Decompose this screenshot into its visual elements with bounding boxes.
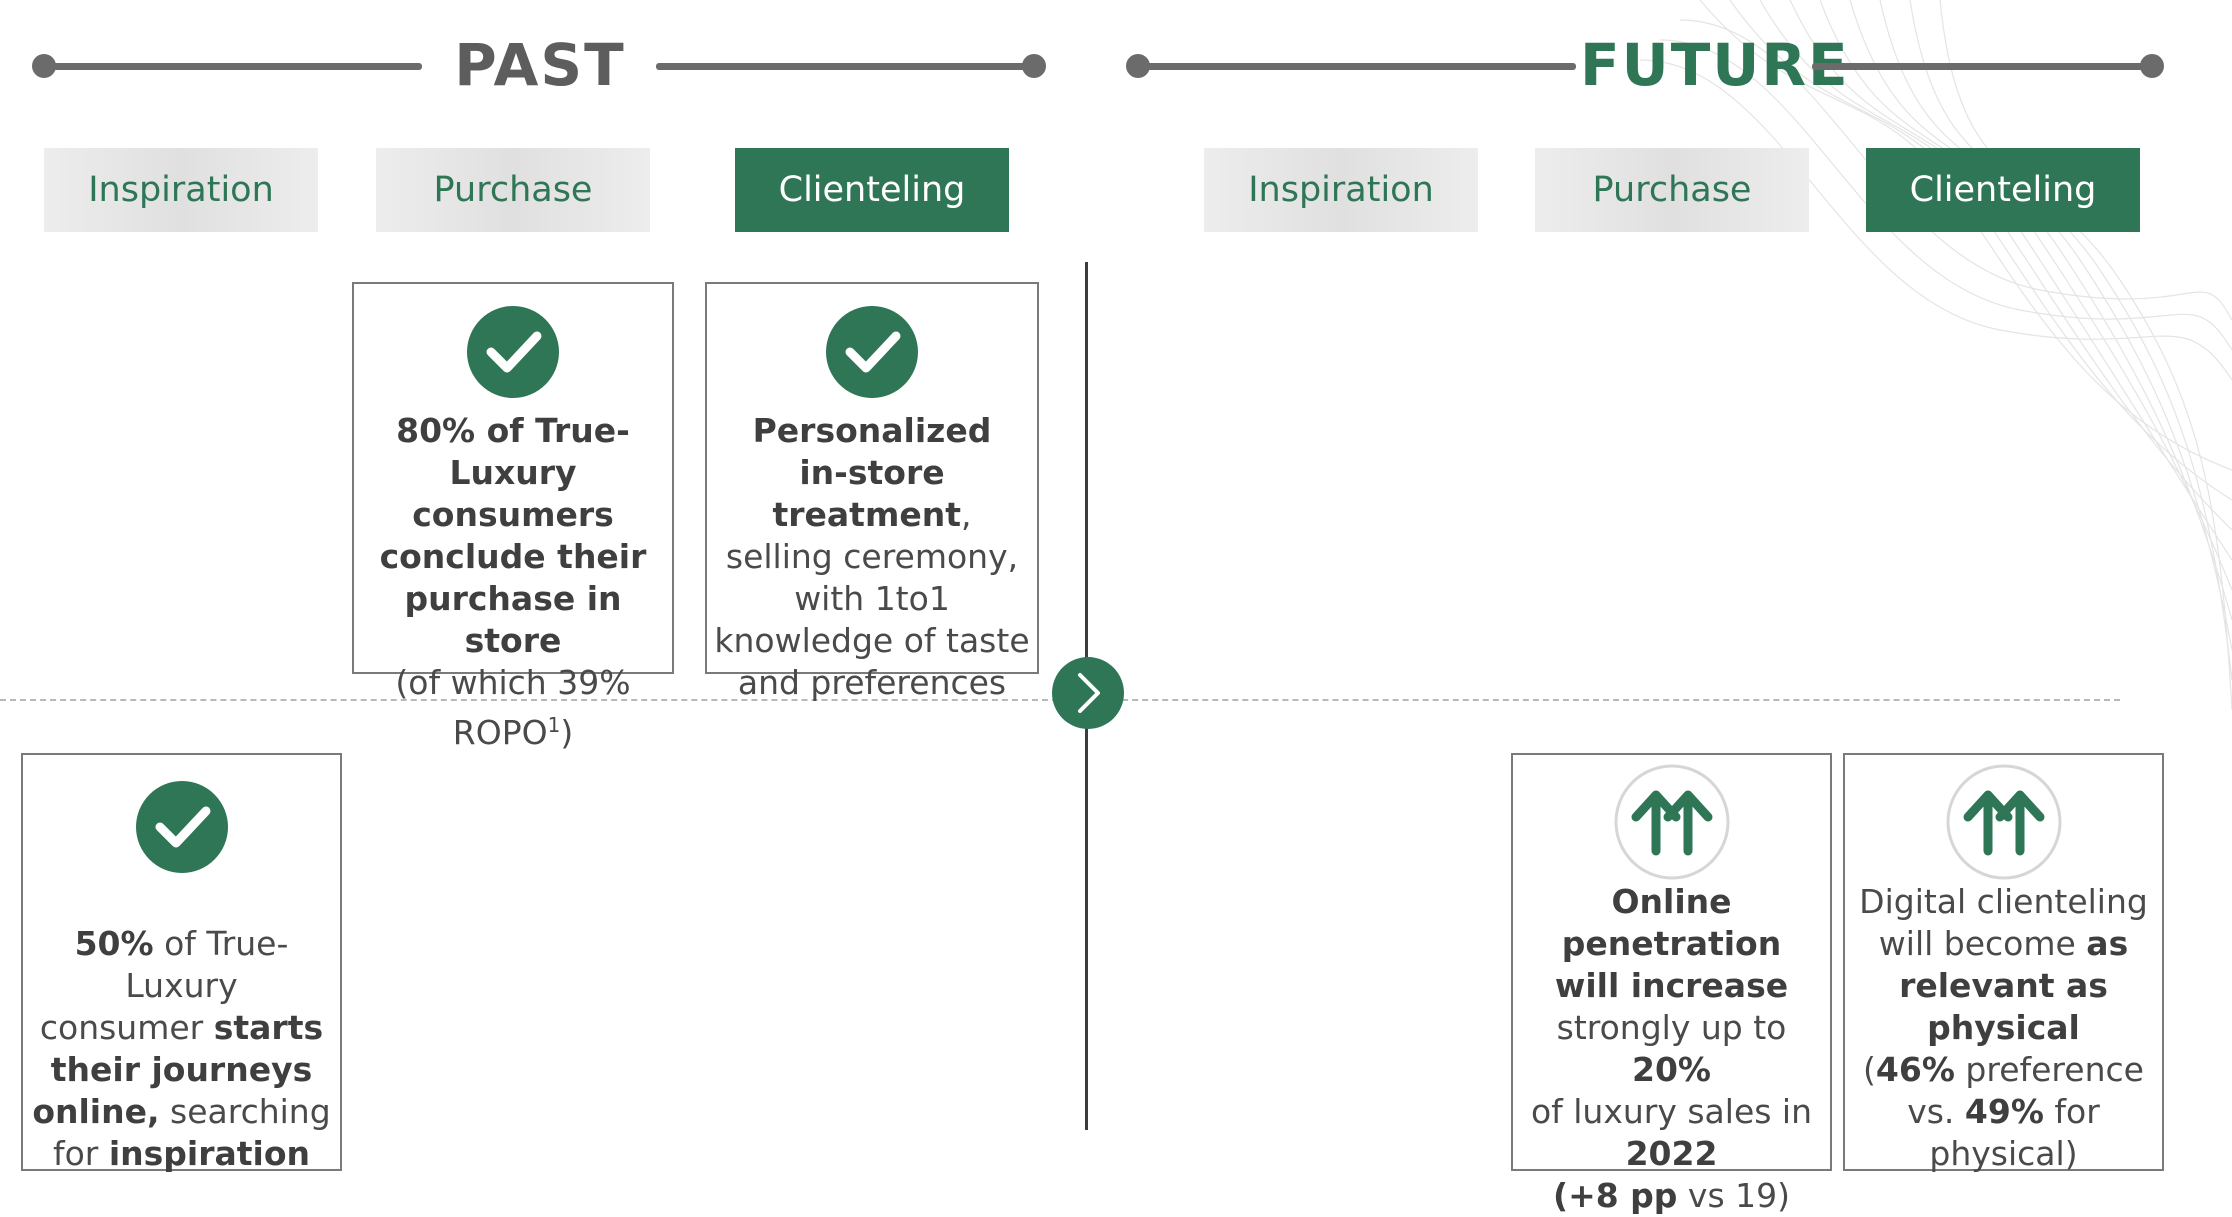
future-clienteling-line2-bold: as <box>2086 924 2129 963</box>
future-timeline-right-line <box>1812 63 2156 70</box>
past-title: PAST <box>454 31 626 99</box>
future-purchase-line1: Online penetration <box>1561 882 1782 963</box>
future-tab-purchase[interactable]: Purchase <box>1535 148 1809 232</box>
past-inspiration-line2: consumer <box>39 1008 214 1047</box>
future-purchase-line6: vs 19) <box>1677 1176 1790 1215</box>
past-clienteling-line5: knowledge of taste <box>714 621 1030 660</box>
past-inspiration-line4-bold: online, <box>32 1092 160 1131</box>
past-timeline-end-dot <box>1022 54 1046 78</box>
past-clienteling-line1: Personalized <box>752 411 992 450</box>
future-clienteling-line2: will become <box>1878 924 2087 963</box>
check-circle-icon <box>467 306 559 398</box>
past-clienteling-line2-comma: , <box>961 495 972 534</box>
future-purchase-line5: 2022 <box>1625 1134 1718 1173</box>
past-inspiration-line5: for <box>52 1134 109 1173</box>
past-inspiration-card: 50% of True-Luxury consumer starts their… <box>21 753 342 1173</box>
past-purchase-line3: conclude their <box>379 537 647 576</box>
future-purchase-line6-bold: (+8 pp <box>1552 1176 1678 1215</box>
check-circle-icon <box>826 306 918 398</box>
double-arrow-up-icon <box>1614 764 1729 880</box>
footnote-marker: 1 <box>547 713 561 737</box>
next-arrow-button[interactable] <box>1052 657 1124 729</box>
past-clienteling-line6: and preferences <box>737 663 1007 702</box>
future-clienteling-card: Digital clienteling will become as relev… <box>1843 753 2164 1173</box>
past-timeline-right-line <box>656 63 1034 70</box>
past-clienteling-line4: with 1to1 <box>794 579 950 618</box>
past-purchase-line5: (of which 39% <box>395 663 631 702</box>
future-title: FUTURE <box>1580 31 1850 99</box>
past-inspiration-line4: searching <box>159 1092 331 1131</box>
future-clienteling-line5: preference <box>1954 1050 2144 1089</box>
future-clienteling-line6-bold: 49% <box>1964 1092 2044 1131</box>
past-inspiration-line5-bold: inspiration <box>108 1134 311 1173</box>
past-purchase-line2: consumers <box>412 495 614 534</box>
future-purchase-line3-bold: 20% <box>1632 1050 1711 1089</box>
past-tab-clienteling[interactable]: Clienteling <box>735 148 1009 232</box>
future-clienteling-line6: vs. <box>1907 1092 1965 1131</box>
future-clienteling-line7: physical) <box>1929 1134 2078 1173</box>
future-clienteling-line1: Digital clienteling <box>1859 882 2148 921</box>
past-purchase-line4: purchase in store <box>404 579 622 660</box>
future-tab-clienteling[interactable]: Clienteling <box>1866 148 2140 232</box>
future-purchase-card: Online penetration will increase strongl… <box>1511 753 1832 1215</box>
past-purchase-line6: ROPO <box>452 713 548 752</box>
future-clienteling-line6-end: for <box>2043 1092 2100 1131</box>
future-timeline-left-line <box>1134 63 1576 70</box>
future-timeline-end-dot <box>2140 54 2164 78</box>
future-clienteling-line3: relevant as <box>1899 966 2108 1005</box>
past-purchase-card: 80% of True-Luxury consumers conclude th… <box>352 282 674 752</box>
past-timeline-left-line <box>40 63 422 70</box>
past-clienteling-line2: in-store treatment <box>772 453 961 534</box>
past-inspiration-line2-bold: starts <box>213 1008 324 1047</box>
chevron-right-icon <box>1078 673 1100 713</box>
past-inspiration-percent: 50% <box>74 924 154 963</box>
double-arrow-up-icon <box>1946 764 2061 880</box>
past-clienteling-card: Personalized in-store treatment, selling… <box>705 282 1039 702</box>
background-swirl-decoration <box>1639 0 2232 711</box>
past-clienteling-line3: selling ceremony, <box>725 537 1019 576</box>
past-inspiration-line3: their journeys <box>50 1050 313 1089</box>
future-clienteling-line5-bold: 46% <box>1875 1050 1955 1089</box>
future-tab-inspiration[interactable]: Inspiration <box>1204 148 1478 232</box>
past-purchase-line1: 80% of True-Luxury <box>396 411 630 492</box>
future-clienteling-line5-open: ( <box>1863 1050 1876 1089</box>
past-purchase-line6-end: ) <box>560 713 574 752</box>
past-inspiration-line1: of True-Luxury <box>125 924 289 1005</box>
future-purchase-line2: will increase <box>1554 966 1789 1005</box>
future-purchase-line3: strongly up to <box>1556 1008 1787 1047</box>
past-tab-purchase[interactable]: Purchase <box>376 148 650 232</box>
past-tab-inspiration[interactable]: Inspiration <box>44 148 318 232</box>
future-clienteling-line4: physical <box>1927 1008 2080 1047</box>
future-purchase-line4: of luxury sales in <box>1530 1092 1813 1131</box>
check-circle-icon <box>135 781 228 873</box>
